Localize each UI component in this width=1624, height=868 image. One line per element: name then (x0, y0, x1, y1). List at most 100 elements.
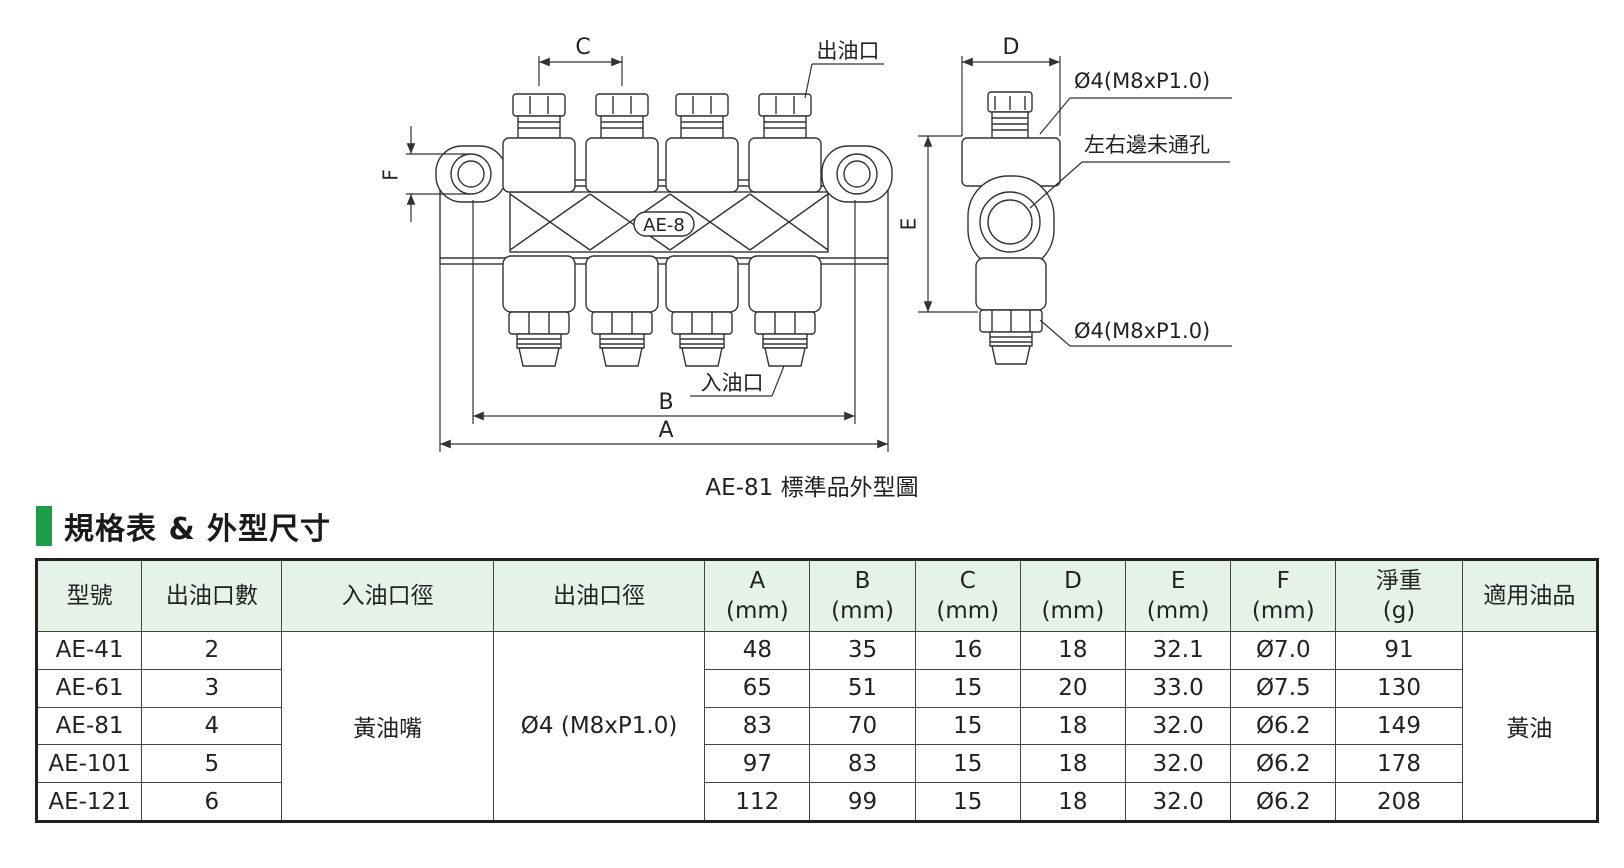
dim-e-label: E (897, 218, 921, 231)
header-f-name: F (1276, 568, 1290, 594)
model-badge: AE-8 (643, 215, 685, 236)
ae81-outline-drawing: C D F E B A 出油口 入油口 AE-8 Ø4(M8xP1.0) 左右邊… (379, 35, 1232, 452)
section-header: 規格表 & 外型尺寸 (36, 506, 332, 547)
cell-f: Ø6.2 (1230, 782, 1337, 822)
cell-model: AE-41 (35, 631, 143, 670)
cell-f: Ø6.2 (1230, 706, 1337, 746)
table-row: AE-121 6 112 99 15 18 32.0 Ø6.2 208 (35, 782, 1598, 822)
header-weight: 淨重 (g) (1335, 559, 1463, 632)
cell-outlets: 2 (141, 631, 283, 670)
cell-a: 83 (704, 706, 811, 746)
header-d-unit: (mm) (1041, 598, 1105, 624)
cell-d: 18 (1019, 744, 1127, 784)
cell-a: 65 (704, 668, 811, 708)
header-e: E (mm) (1125, 559, 1232, 632)
header-model: 型號 (35, 559, 143, 632)
header-e-name: E (1170, 568, 1186, 594)
blind-hole-label: 左右邊未通孔 (1084, 133, 1210, 157)
inlet-fitting (665, 255, 739, 367)
cell-a: 97 (704, 744, 811, 784)
cell-c: 15 (914, 744, 1021, 784)
section-accent-bar (36, 506, 52, 546)
cell-f: Ø6.2 (1230, 744, 1337, 784)
section-title: 規格表 & 外型尺寸 (64, 512, 332, 547)
cell-weight: 208 (1335, 782, 1463, 822)
dim-b-label: B (658, 390, 673, 415)
cell-b: 99 (809, 782, 916, 822)
cell-d: 20 (1019, 668, 1127, 708)
header-outlets: 出油口數 (141, 559, 283, 632)
header-a-name: A (749, 568, 766, 594)
header-outlet-dia: 出油口徑 (492, 559, 706, 632)
header-b-unit: (mm) (831, 598, 894, 624)
cell-model: AE-101 (35, 744, 143, 784)
cell-b: 83 (809, 744, 916, 784)
cell-e: 33.0 (1125, 668, 1232, 708)
cell-outlets: 6 (141, 782, 283, 822)
table-header-row: 型號 出油口數 入油口徑 出油口徑 A (mm) B (mm) C (mm) D (mm… (35, 559, 1599, 632)
header-c: C (mm) (914, 559, 1021, 632)
cell-e: 32.0 (1125, 782, 1232, 822)
outlet-label: 出油口 (817, 39, 880, 63)
dim-d-label: D (1003, 35, 1020, 60)
cell-e: 32.0 (1125, 744, 1232, 784)
cell-d: 18 (1019, 706, 1127, 746)
cell-e: 32.1 (1125, 631, 1232, 670)
header-f: F (mm) (1230, 559, 1337, 632)
cell-outlets: 5 (141, 744, 283, 784)
header-b: B (mm) (809, 559, 916, 632)
cell-weight: 91 (1335, 631, 1463, 670)
cell-f: Ø7.5 (1230, 668, 1337, 708)
spec-table: 型號 出油口數 入油口徑 出油口徑 A (mm) B (mm) C (mm) D (mm… (35, 558, 1599, 823)
cell-f: Ø7.0 (1230, 631, 1337, 670)
cell-oil: 黃油 (1461, 631, 1599, 822)
cell-c: 15 (914, 706, 1021, 746)
outlet-fitting (502, 93, 576, 193)
outlet-fitting (665, 93, 739, 193)
header-d-name: D (1064, 568, 1082, 594)
dim-c-label: C (575, 35, 590, 60)
cell-weight: 178 (1335, 744, 1463, 784)
table-row: AE-61 3 65 51 15 20 33.0 Ø7.5 130 (35, 668, 1598, 708)
cell-model: AE-121 (35, 782, 143, 822)
inlet-label: 入油口 (701, 371, 764, 395)
cell-a: 112 (704, 782, 811, 822)
cell-outlets: 3 (141, 668, 283, 708)
cell-model: AE-81 (35, 706, 143, 746)
drawing-caption: AE-81 標準品外型圖 (705, 475, 919, 501)
cell-c: 15 (914, 782, 1021, 822)
thread-bottom-label: Ø4(M8xP1.0) (1074, 319, 1210, 343)
cell-c: 16 (914, 631, 1021, 670)
cell-weight: 149 (1335, 706, 1463, 746)
cell-b: 51 (809, 668, 916, 708)
cell-d: 18 (1019, 631, 1127, 670)
cell-inlet-dia: 黃油嘴 (281, 631, 494, 822)
header-a-unit: (mm) (725, 598, 789, 624)
inlet-fitting (585, 255, 659, 367)
cell-b: 35 (809, 631, 916, 670)
inlet-fitting (748, 255, 822, 367)
cell-a: 48 (704, 631, 811, 670)
header-f-unit: (mm) (1251, 598, 1315, 624)
header-c-unit: (mm) (936, 598, 1000, 624)
thread-top-label: Ø4(M8xP1.0) (1074, 69, 1210, 93)
cell-c: 15 (914, 668, 1021, 708)
header-b-name: B (854, 568, 871, 594)
header-a: A (mm) (704, 559, 811, 632)
outlet-fitting (585, 93, 659, 193)
header-weight-unit: (g) (1382, 598, 1416, 624)
header-inlet-dia: 入油口徑 (281, 559, 494, 632)
dim-f-label: F (379, 169, 403, 181)
table-row: AE-101 5 97 83 15 18 32.0 Ø6.2 178 (35, 744, 1598, 784)
header-weight-name: 淨重 (1376, 568, 1422, 594)
header-oil: 適用油品 (1461, 559, 1599, 632)
inlet-fitting (502, 255, 576, 367)
cell-weight: 130 (1335, 668, 1463, 708)
cell-outlets: 4 (141, 706, 283, 746)
header-c-name: C (959, 568, 976, 594)
outlet-fitting (748, 93, 822, 193)
table-row: AE-81 4 83 70 15 18 32.0 Ø6.2 149 (35, 706, 1598, 746)
cell-e: 32.0 (1125, 706, 1232, 746)
header-e-unit: (mm) (1146, 598, 1210, 624)
cell-d: 18 (1019, 782, 1127, 822)
